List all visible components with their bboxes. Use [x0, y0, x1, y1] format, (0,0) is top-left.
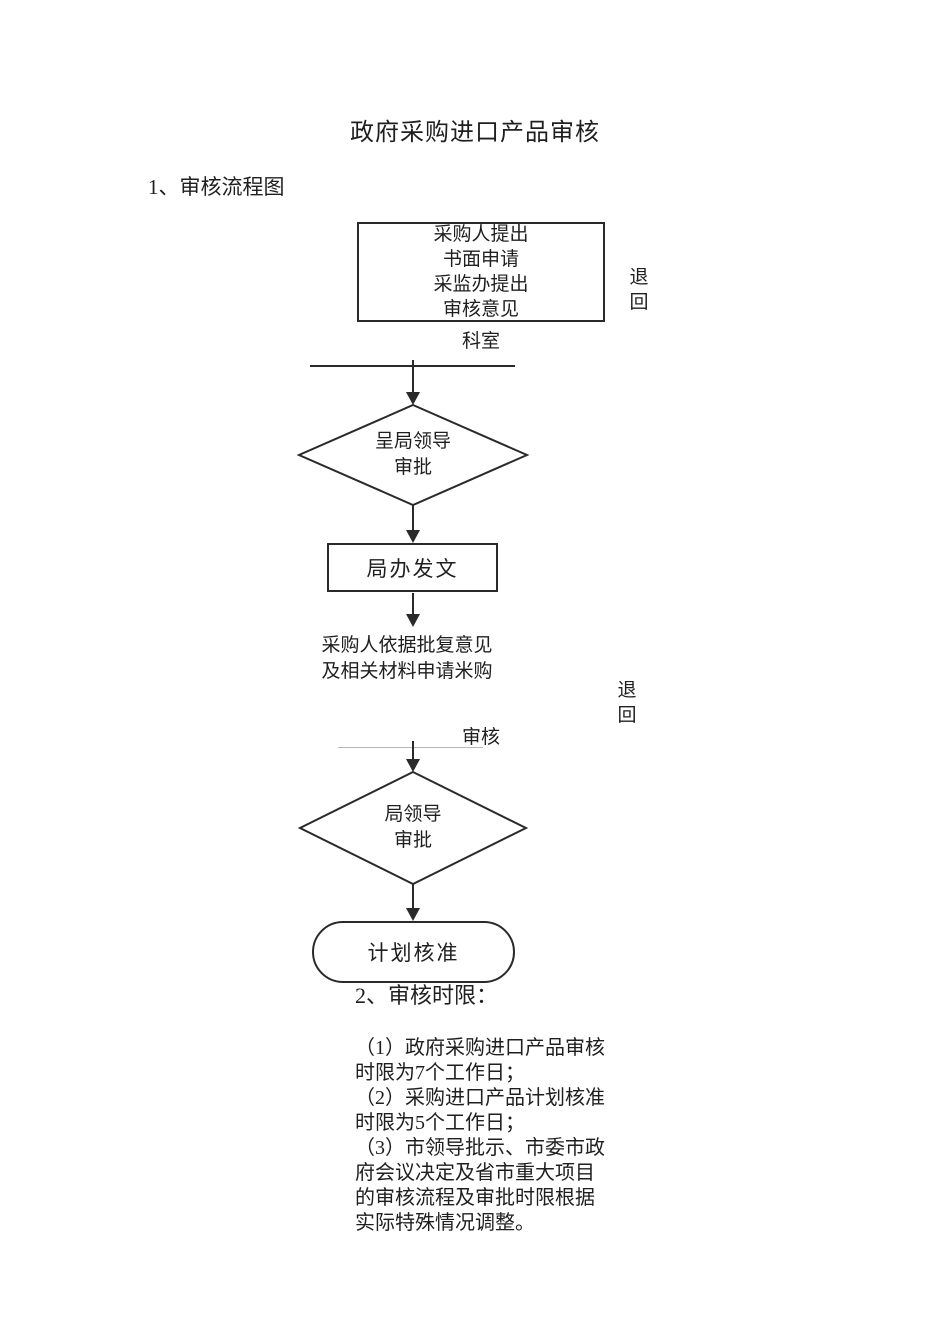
time-limits-paragraph: （1）政府采购进口产品审核 时限为7个工作日； （2）采购进口产品计划核准 时限… — [355, 1037, 605, 1234]
flow-arrow-4-line — [412, 741, 414, 760]
section-2-heading: 2、审核时限： — [355, 983, 499, 1008]
decision-diamond-2-label: 局领导 审批 — [384, 804, 442, 851]
start-box: 采购人提出 书面申请 采监办提出 审核意见 — [357, 222, 605, 322]
arrow-down-icon — [406, 759, 420, 772]
flow-arrow-2-line — [412, 505, 414, 532]
flow-arrow-5-line — [412, 884, 414, 910]
return-label-2: 退 回 — [617, 680, 637, 726]
decision-diamond-1-label: 呈局领导 审批 — [374, 431, 451, 478]
flow-arrow-3-line — [412, 593, 414, 615]
terminal-node: 计划核准 — [312, 921, 515, 983]
flow-arrow-1-line — [412, 360, 414, 393]
branch-line-2 — [338, 747, 483, 748]
arrow-down-icon — [406, 530, 420, 543]
review-label: 审核 — [462, 727, 501, 748]
section-1-heading: 1、审核流程图 — [148, 175, 285, 199]
start-box-sublabel: 科室 — [461, 331, 500, 352]
note-text: 采购人依据批复意见 及相关材料申请米购 — [321, 635, 493, 682]
arrow-down-icon — [406, 392, 420, 405]
process-box: 局办发文 — [327, 543, 498, 592]
arrow-down-icon — [406, 614, 420, 627]
return-label-1: 退 回 — [629, 267, 649, 313]
page-title: 政府采购进口产品审核 — [350, 120, 600, 146]
arrow-down-icon — [406, 908, 420, 921]
